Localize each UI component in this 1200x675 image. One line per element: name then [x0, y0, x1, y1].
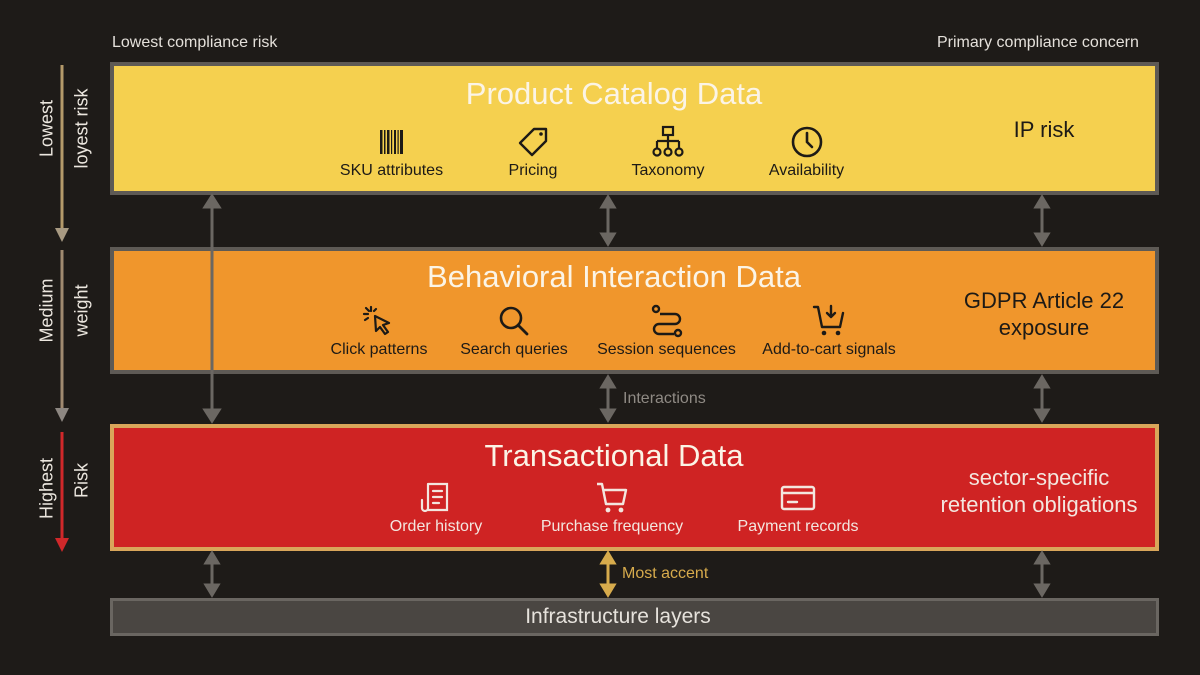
item-label: Order history [389, 518, 483, 535]
item-purchase-frequency: Purchase frequency [496, 480, 728, 536]
concern-line: retention obligations [940, 492, 1138, 517]
add-to-cart-icon [812, 304, 845, 336]
layer-title: Product Catalog Data [465, 76, 763, 111]
shopping-cart-icon [597, 482, 628, 513]
item-search-queries: Search queries [444, 303, 584, 359]
most-accent-label: Most accent [622, 565, 709, 582]
item-label: Click patterns [330, 341, 428, 358]
item-click-patterns: Click patterns [314, 303, 444, 359]
item-label: SKU attributes [339, 162, 444, 179]
hierarchy-icon [652, 125, 684, 157]
click-cursor-icon [362, 305, 391, 336]
concern-line: exposure [998, 315, 1090, 340]
item-label: Search queries [460, 341, 568, 358]
axis-label-lowest-risk: loyest risk [71, 88, 92, 169]
item-label: Session sequences [597, 341, 736, 358]
search-icon [499, 306, 529, 336]
left-column-header: Lowest compliance risk [112, 34, 278, 51]
layer-title: Transactional Data [484, 438, 744, 473]
compliance-concern: GDPR Article 22 exposure [944, 287, 1144, 341]
axis-label-medium: Medium [36, 278, 57, 343]
layer-title: Infrastructure layers [525, 605, 711, 628]
layer-transactional[interactable]: Transactional Data Order history Purchas… [110, 424, 1159, 551]
item-availability: Availability [729, 124, 884, 180]
item-pricing: Pricing [459, 124, 607, 180]
layer-behavioral-interaction[interactable]: Behavioral Interaction Data Click patter… [110, 247, 1159, 374]
axis-label-highest: Highest [36, 457, 57, 520]
item-order-history: Order history [376, 480, 496, 536]
interactions-label: Interactions [623, 390, 706, 407]
item-label: Payment records [737, 518, 859, 535]
item-label: Availability [768, 162, 845, 179]
receipt-icon [420, 482, 449, 513]
layer-product-catalog[interactable]: Product Catalog Data SKU attributes Pric… [110, 62, 1159, 195]
credit-card-icon [780, 485, 816, 511]
compliance-concern: IP risk [1013, 117, 1075, 142]
concern-line: sector-specific [968, 465, 1110, 490]
right-column-header: Primary compliance concern [937, 34, 1139, 51]
clock-icon [791, 126, 822, 158]
item-sku-attributes: SKU attributes [324, 124, 459, 180]
item-session-sequences: Session sequences [584, 303, 749, 359]
item-label: Add-to-cart signals [762, 341, 896, 358]
item-label: Purchase frequency [540, 518, 684, 535]
item-label: Taxonomy [631, 162, 705, 179]
compliance-concern: sector-specific retention obligations [919, 464, 1159, 518]
axis-label-risk: Risk [71, 463, 92, 498]
axis-label-weight: weight [71, 284, 92, 337]
concern-line: GDPR Article 22 [963, 288, 1125, 313]
layer-title: Behavioral Interaction Data [427, 259, 801, 294]
item-label: Pricing [508, 162, 558, 179]
item-payment-records: Payment records [728, 480, 868, 536]
barcode-icon [379, 130, 403, 154]
item-taxonomy: Taxonomy [607, 124, 729, 180]
axis-label-lowest: Lowest [36, 99, 57, 158]
item-add-to-cart: Add-to-cart signals [749, 303, 909, 359]
layer-infrastructure[interactable]: Infrastructure layers [110, 598, 1159, 636]
route-icon [651, 304, 682, 338]
price-tag-icon [518, 127, 548, 157]
